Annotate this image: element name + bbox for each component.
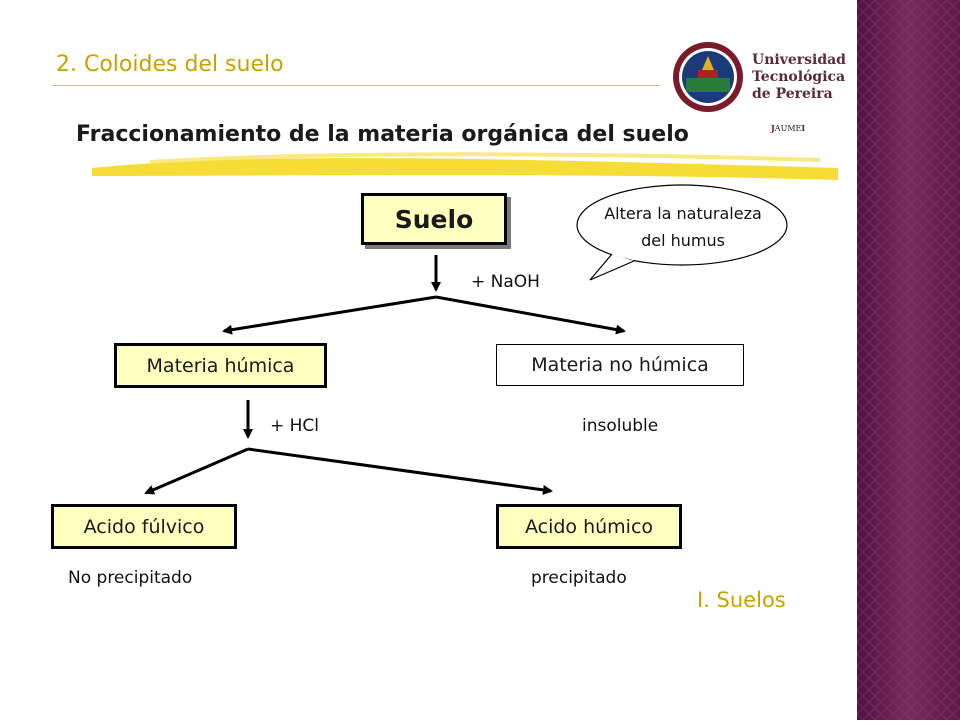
node-acido-humico: Acido húmico (496, 504, 682, 549)
title-highlight-stroke (92, 152, 838, 180)
jaume-tag-mid: AUME (774, 124, 802, 133)
reagent-naoh: + NaOH (471, 272, 540, 292)
university-name-line3: de Pereira (752, 86, 833, 102)
node-materia-humica-label: Materia húmica (146, 354, 295, 377)
node-materia-humica: Materia húmica (114, 343, 327, 388)
node-suelo: Suelo (361, 193, 507, 245)
university-name-line2: Tecnológica (752, 69, 846, 85)
arrow-to-acido-humico (247, 447, 553, 495)
callout-bubble (576, 184, 788, 281)
footer-section-label: I. Suelos (697, 588, 786, 612)
node-acido-humico-label: Acido húmico (524, 515, 654, 538)
annotation-precipitado: precipitado (531, 568, 627, 588)
diagram-title: Fraccionamiento de la materia orgánica d… (76, 122, 689, 147)
diagram-connectors (144, 184, 788, 495)
side-decoration-bar (857, 0, 960, 720)
university-name-line1: Universidad (752, 52, 846, 68)
university-seal-icon (673, 42, 743, 112)
jaume-tag-j: J (771, 123, 775, 133)
node-acido-fulvico-label: Acido fúlvico (83, 515, 205, 538)
jaume-tag: JAUMEI (771, 123, 805, 133)
node-acido-fulvico: Acido fúlvico (51, 504, 237, 549)
heading-divider (52, 85, 660, 86)
jaume-tag-i: I (801, 123, 806, 133)
annotation-insoluble: insoluble (582, 416, 659, 436)
side-bar-pattern (857, 0, 960, 720)
section-heading: 2. Coloides del suelo (56, 52, 284, 77)
node-suelo-label: Suelo (394, 204, 474, 234)
callout-text: Altera la naturaleza del humus (578, 200, 788, 254)
reagent-hcl: + HCl (270, 416, 320, 436)
node-materia-no-humica-label: Materia no húmica (531, 354, 709, 376)
callout-line2: del humus (641, 231, 725, 250)
university-name: Universidad Tecnológica de Pereira (752, 52, 846, 103)
arrow-to-materia-no-humica (435, 295, 626, 335)
arrow-to-acido-fulvico (144, 447, 249, 495)
node-materia-no-humica: Materia no húmica (496, 344, 744, 386)
annotation-no-precipitado: No precipitado (68, 568, 193, 588)
arrow-to-materia-humica (222, 295, 437, 335)
callout-line1: Altera la naturaleza (604, 204, 762, 223)
